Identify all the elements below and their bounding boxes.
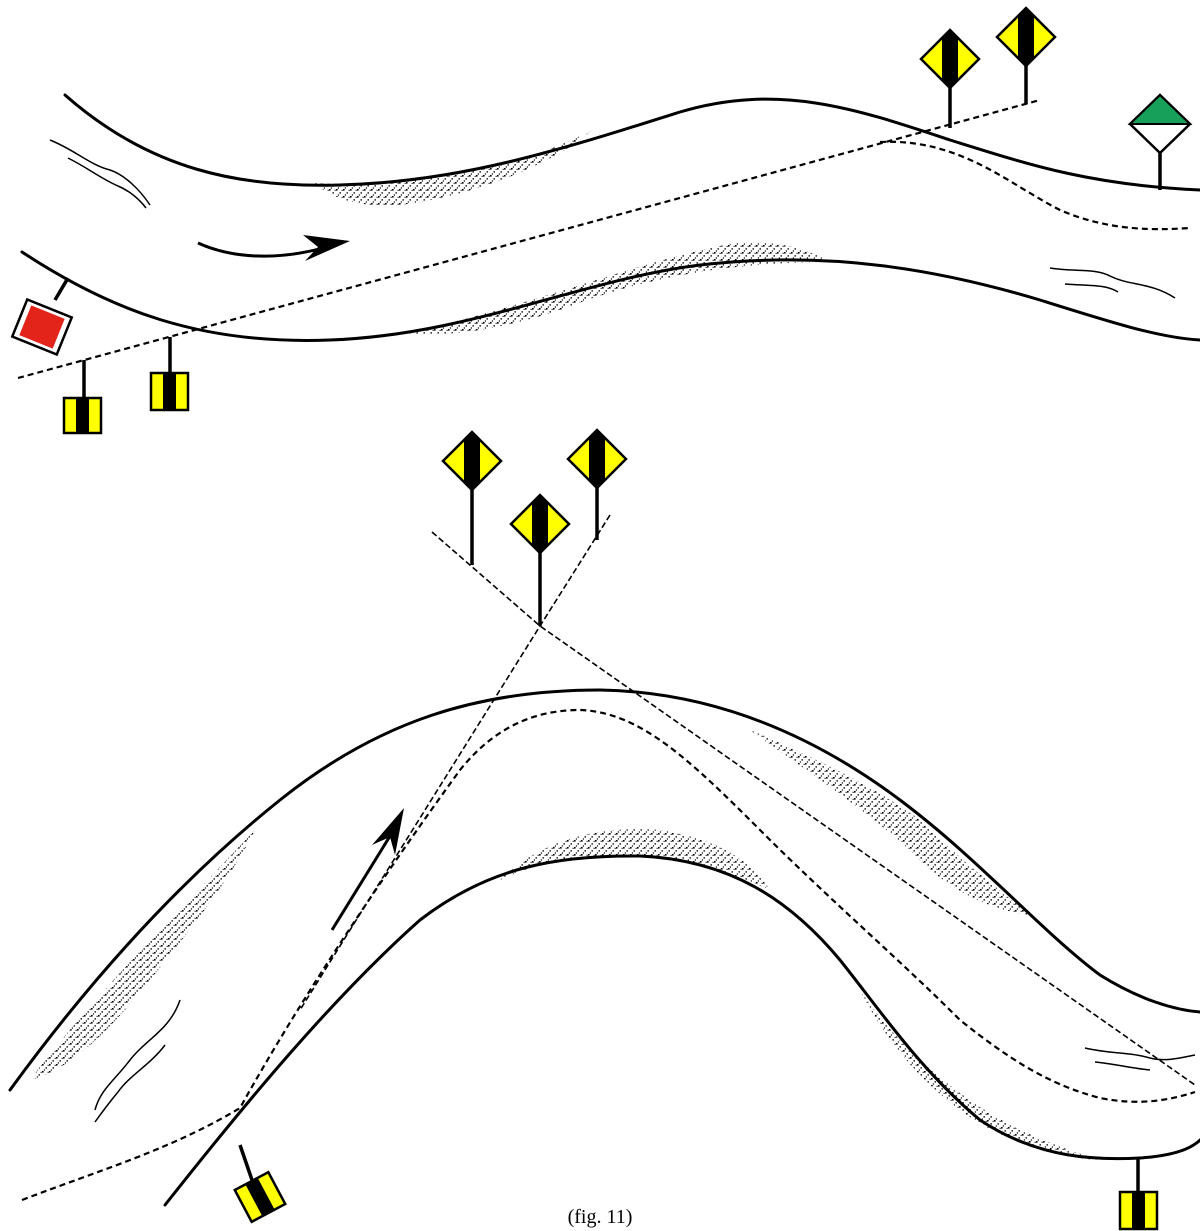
lower-ripple-right <box>1084 1047 1196 1071</box>
lower-yellow-sign-left <box>233 1144 287 1224</box>
upper-flow-arrow-icon <box>197 235 350 261</box>
lower-shoal-left <box>30 830 255 1080</box>
lower-transit-line-1 <box>431 531 1196 1086</box>
green-triangle-sign <box>1127 93 1193 190</box>
lower-shoal-inner <box>500 829 770 890</box>
upper-ripple-left <box>49 139 151 209</box>
figure-caption: (fig. 11) <box>567 1206 633 1228</box>
lower-diamond-sign-right <box>566 428 628 540</box>
upper-diamond-sign-front <box>919 28 981 128</box>
red-bank-sign <box>10 277 74 357</box>
upper-diamond-sign-rear <box>995 6 1057 104</box>
upper-shoal-bottom <box>405 242 830 335</box>
upper-bank-bottom <box>20 250 1200 342</box>
lower-diamond-sign-left <box>441 430 503 565</box>
lower-shoal-right <box>860 990 1105 1160</box>
lower-bank-outer <box>8 688 1200 1092</box>
upper-channel-line <box>879 140 1191 231</box>
upper-yellow-sign-1 <box>62 360 103 435</box>
lower-flow-arrow-icon <box>330 808 404 931</box>
lower-ripple-left <box>94 999 181 1123</box>
upper-ripple-right <box>1049 267 1176 299</box>
lower-reach <box>8 428 1200 1231</box>
upper-transit-line <box>17 98 1041 380</box>
upper-yellow-sign-2 <box>149 337 190 412</box>
lower-diamond-sign-center <box>509 493 571 626</box>
upper-reach <box>10 6 1200 435</box>
lower-transit-line-2 <box>299 514 611 1011</box>
lower-shoal-outer <box>750 730 1030 915</box>
lower-yellow-sign-right <box>1118 1158 1159 1231</box>
lower-channel-line <box>21 708 1196 1202</box>
upper-shoal-top <box>315 130 592 206</box>
upper-bank-top <box>63 93 1200 192</box>
lower-bank-inner <box>163 854 1200 1207</box>
